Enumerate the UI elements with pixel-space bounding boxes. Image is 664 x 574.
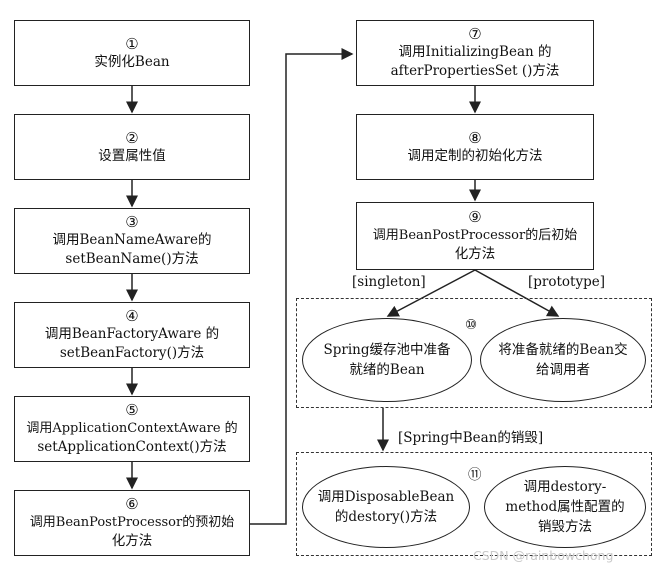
singleton-label: [singleton] bbox=[352, 274, 426, 290]
destroy-method-text: 调用destory-method属性配置的销毁方法 bbox=[505, 479, 625, 535]
step-2-number: ② bbox=[125, 128, 139, 147]
step-3-number: ③ bbox=[125, 213, 139, 231]
step-6-text-line2: 化方法 bbox=[111, 533, 153, 549]
step-4-text-line1: 调用BeanFactoryAware 的 bbox=[44, 326, 220, 342]
group-11-container bbox=[296, 452, 652, 556]
step-1-box: ① 实例化Bean bbox=[14, 20, 250, 86]
step-5-text-line2: setApplicationContext()方法 bbox=[37, 439, 227, 455]
group-10-container bbox=[296, 298, 652, 408]
step-1-number: ① bbox=[125, 34, 139, 53]
step-3-box: ③ 调用BeanNameAware的 setBeanName()方法 bbox=[14, 208, 250, 274]
step-3-text-line1: 调用BeanNameAware的 bbox=[52, 232, 212, 248]
destroy-label: [Spring中Bean的销毁] bbox=[398, 430, 544, 446]
step-5-number: ⑤ bbox=[125, 401, 139, 419]
step-9-text-line1: 调用BeanPostProcessor的后初始 bbox=[372, 228, 578, 243]
step-8-text: 调用定制的初始化方法 bbox=[407, 147, 543, 164]
step-5-box: ⑤ 调用ApplicationContextAware 的 setApplica… bbox=[14, 396, 250, 462]
step-5-text-line1: 调用ApplicationContextAware 的 bbox=[26, 421, 238, 436]
arrow-6-7 bbox=[250, 48, 354, 525]
step-6-text-line1: 调用BeanPostProcessor的预初始 bbox=[29, 515, 235, 530]
step-9-box: ⑨ 调用BeanPostProcessor的后初始 化方法 bbox=[356, 202, 594, 270]
prototype-label: [prototype] bbox=[528, 274, 605, 290]
step-2-box: ② 设置属性值 bbox=[14, 114, 250, 180]
disposable-bean-text: 调用DisposableBean的destory()方法 bbox=[317, 489, 455, 525]
step-6-box: ⑥ 调用BeanPostProcessor的预初始 化方法 bbox=[14, 490, 250, 556]
destroy-method-ellipse: 调用destory-method属性配置的销毁方法 bbox=[484, 466, 646, 548]
spring-cache-pool-ellipse: Spring缓存池中准备就绪的Bean bbox=[302, 318, 472, 402]
step-8-box: ⑧ 调用定制的初始化方法 bbox=[356, 114, 594, 180]
step-7-text-line1: 调用InitializingBean 的 bbox=[398, 44, 552, 60]
step-1-text: 实例化Bean bbox=[94, 53, 170, 70]
step-4-box: ④ 调用BeanFactoryAware 的 setBeanFactory()方… bbox=[14, 302, 250, 368]
step-7-box: ⑦ 调用InitializingBean 的 afterPropertiesSe… bbox=[356, 20, 594, 86]
step-7-text-line2: afterPropertiesSet ()方法 bbox=[390, 63, 560, 79]
group-11-number: ⑪ bbox=[468, 467, 482, 483]
step-3-text-line2: setBeanName()方法 bbox=[65, 251, 199, 267]
watermark: CSDN @rainbowchong bbox=[473, 548, 614, 563]
spring-cache-pool-text: Spring缓存池中准备就绪的Bean bbox=[323, 342, 451, 378]
hand-to-caller-ellipse: 将准备就绪的Bean交给调用者 bbox=[480, 318, 646, 402]
step-7-number: ⑦ bbox=[468, 25, 482, 43]
hand-to-caller-text: 将准备就绪的Bean交给调用者 bbox=[498, 342, 628, 378]
disposable-bean-ellipse: 调用DisposableBean的destory()方法 bbox=[302, 466, 470, 548]
arrow-9-singleton bbox=[386, 269, 476, 317]
arrow-9-prototype bbox=[474, 269, 560, 317]
step-8-number: ⑧ bbox=[468, 128, 482, 147]
step-4-number: ④ bbox=[125, 307, 139, 325]
step-4-text-line2: setBeanFactory()方法 bbox=[59, 345, 205, 361]
step-6-number: ⑥ bbox=[125, 495, 139, 513]
group-10-number: ⑩ bbox=[465, 317, 478, 333]
step-2-text: 设置属性值 bbox=[98, 147, 166, 164]
step-9-number: ⑨ bbox=[468, 208, 482, 226]
step-9-text-line2: 化方法 bbox=[454, 246, 496, 262]
